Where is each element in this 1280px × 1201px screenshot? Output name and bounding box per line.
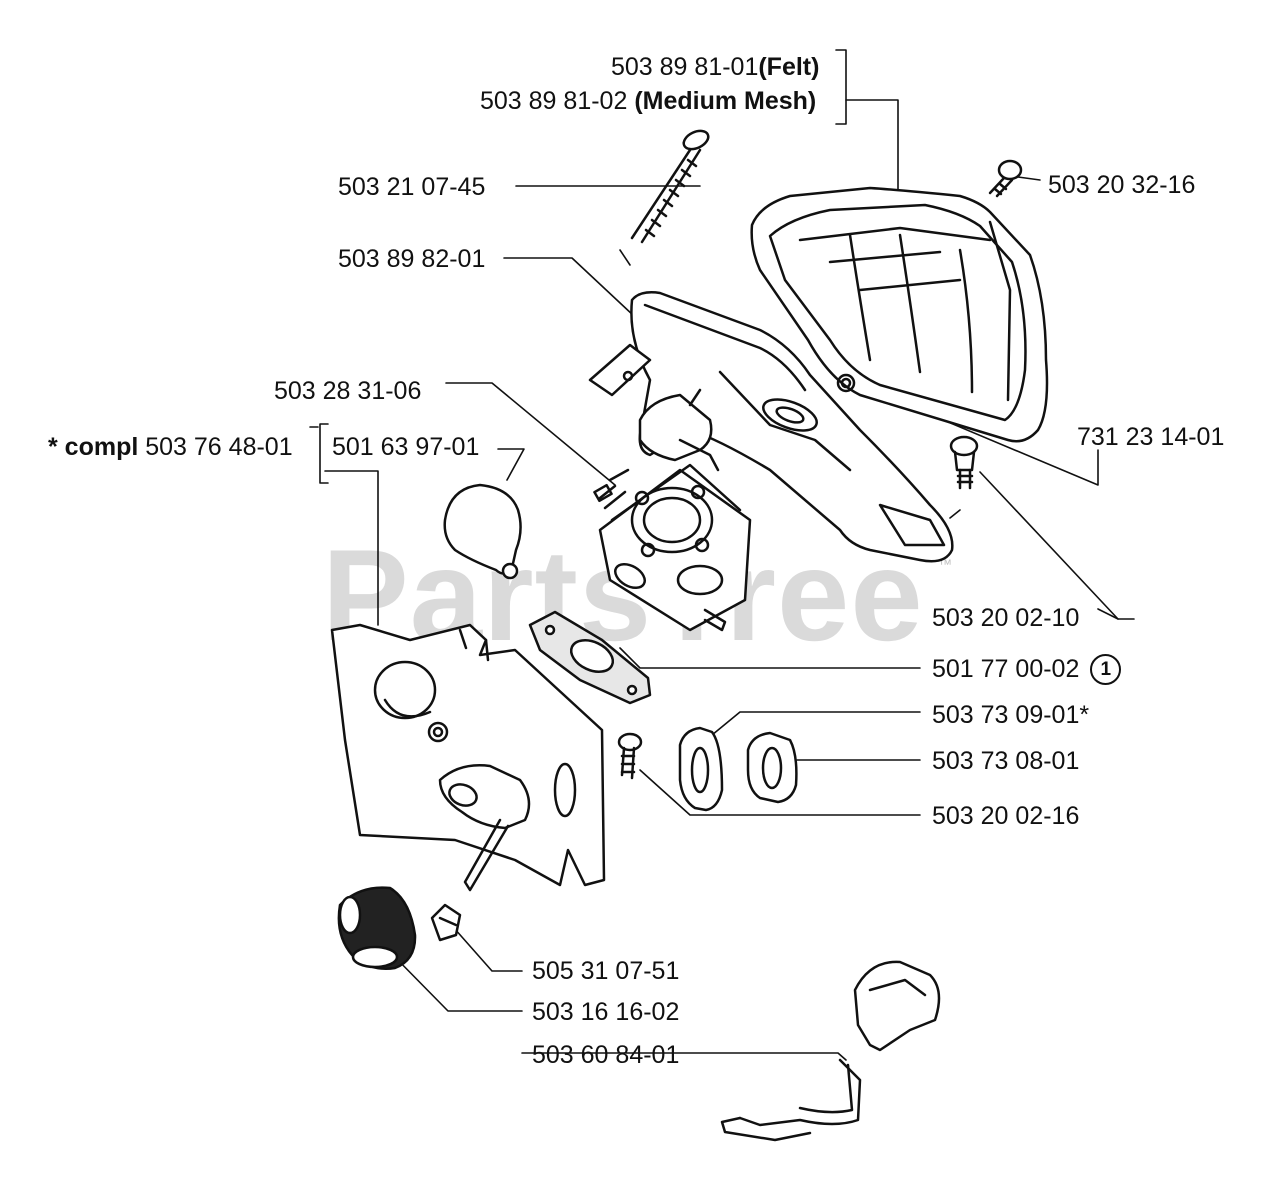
label-503-20-02-16: 503 20 02-16 xyxy=(932,802,1080,830)
mesh-filter-part-number: 503 89 81-02 xyxy=(480,87,628,115)
label-503-28-31-06: 503 28 31-06 xyxy=(274,377,422,405)
label-compl-kit: * compl 503 76 48-01 xyxy=(48,432,293,462)
label-503-89-82-01: 503 89 82-01 xyxy=(338,245,486,273)
label-503-20-02-10: 503 20 02-10 xyxy=(932,604,1080,632)
leader-lines xyxy=(309,49,1135,1061)
reference-circle: 1 xyxy=(1090,654,1122,685)
long-screw-drawing xyxy=(630,129,710,244)
label-505-31-07-51: 505 31 07-51 xyxy=(532,957,680,985)
label-501-63-97-01: 501 63 97-01 xyxy=(332,433,480,461)
air-box-drawing xyxy=(588,291,954,563)
intake-elbow-drawing xyxy=(438,764,531,892)
compl-part-number: 503 76 48-01 xyxy=(145,433,293,461)
felt-filter-desc: (Felt) xyxy=(758,53,820,81)
carburetor-drawing xyxy=(593,463,752,632)
gasket-part-number: 501 77 00-02 xyxy=(932,655,1080,683)
heat-shield-drawing xyxy=(330,623,606,887)
air-filter-cover-drawing xyxy=(750,186,1049,443)
mesh-filter-desc: (Medium Mesh) xyxy=(634,87,817,115)
small-screw-drawing xyxy=(988,159,1023,198)
screw-drawing xyxy=(617,732,643,780)
compl-prefix: * compl xyxy=(48,433,139,461)
bolt-drawing xyxy=(949,435,979,490)
gasket-drawing xyxy=(528,610,652,705)
label-503-20-32-16: 503 20 32-16 xyxy=(1048,171,1196,199)
sleeve-drawing xyxy=(430,903,462,942)
label-503-21-07-45: 503 21 07-45 xyxy=(338,173,486,201)
label-501-77-00-02: 501 77 00-02 1 xyxy=(932,654,1122,685)
felt-filter-part-number: 503 89 81-01 xyxy=(611,53,759,81)
grommet-drawing xyxy=(678,726,798,812)
label-503-73-09-01: 503 73 09-01* xyxy=(932,701,1090,729)
label-731-23-14-01: 731 23 14-01 xyxy=(1077,423,1225,451)
label-503-73-08-01: 503 73 08-01 xyxy=(932,747,1080,775)
label-felt-filter: 503 89 81-01(Felt) xyxy=(611,52,819,82)
rubber-boot-drawing xyxy=(337,886,417,970)
throttle-rod-drawing xyxy=(720,960,941,1142)
label-503-60-84-01: 503 60 84-01 xyxy=(532,1041,680,1069)
label-medium-mesh-filter: 503 89 81-02 (Medium Mesh) xyxy=(480,86,816,116)
label-503-16-16-02: 503 16 16-02 xyxy=(532,998,680,1026)
choke-plate-drawing xyxy=(443,483,522,580)
